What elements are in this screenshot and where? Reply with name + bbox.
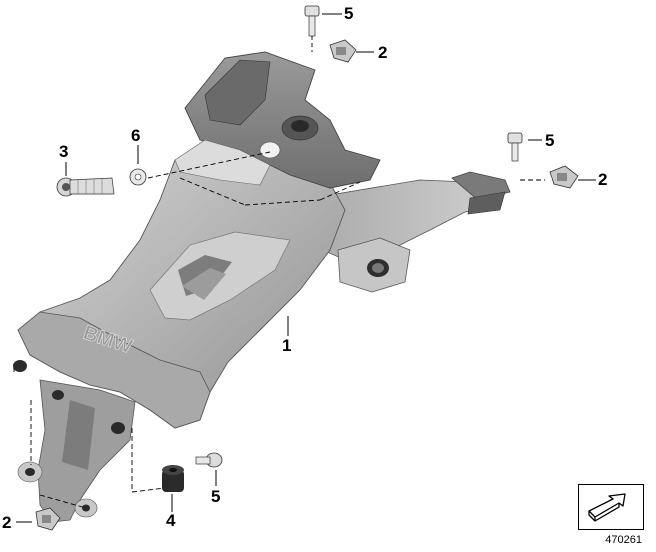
rubber-mount-4	[162, 465, 184, 492]
leader-lines	[16, 13, 596, 523]
callout-5-right: 5	[545, 131, 555, 150]
clip-nut-2-bottom	[35, 507, 61, 531]
callout-3: 3	[59, 142, 69, 161]
callout-6: 6	[131, 126, 141, 145]
clip-nut-2-right	[549, 165, 579, 189]
callout-1: 1	[282, 336, 292, 355]
bolt-3	[56, 177, 115, 197]
rear-frame-bracket: BMW	[13, 51, 511, 523]
callout-5-bottom: 5	[211, 487, 221, 506]
clip-nut-2-top	[329, 39, 357, 63]
callout-5-top: 5	[344, 4, 354, 23]
navigation-box[interactable]	[578, 484, 644, 530]
bolt-5-bottom	[195, 452, 223, 468]
callout-4: 4	[166, 511, 176, 530]
washer-6	[129, 168, 147, 186]
bolt-5-top	[304, 5, 320, 52]
callout-2-bottom: 2	[2, 513, 12, 532]
assembly-guide-lines	[13, 151, 545, 509]
navigation-arrow-icon	[588, 493, 626, 522]
bolt-5-right	[507, 132, 523, 162]
diagram-number: 470261	[605, 534, 642, 546]
callout-2-right: 2	[598, 170, 608, 189]
callout-2-top: 2	[378, 43, 388, 62]
